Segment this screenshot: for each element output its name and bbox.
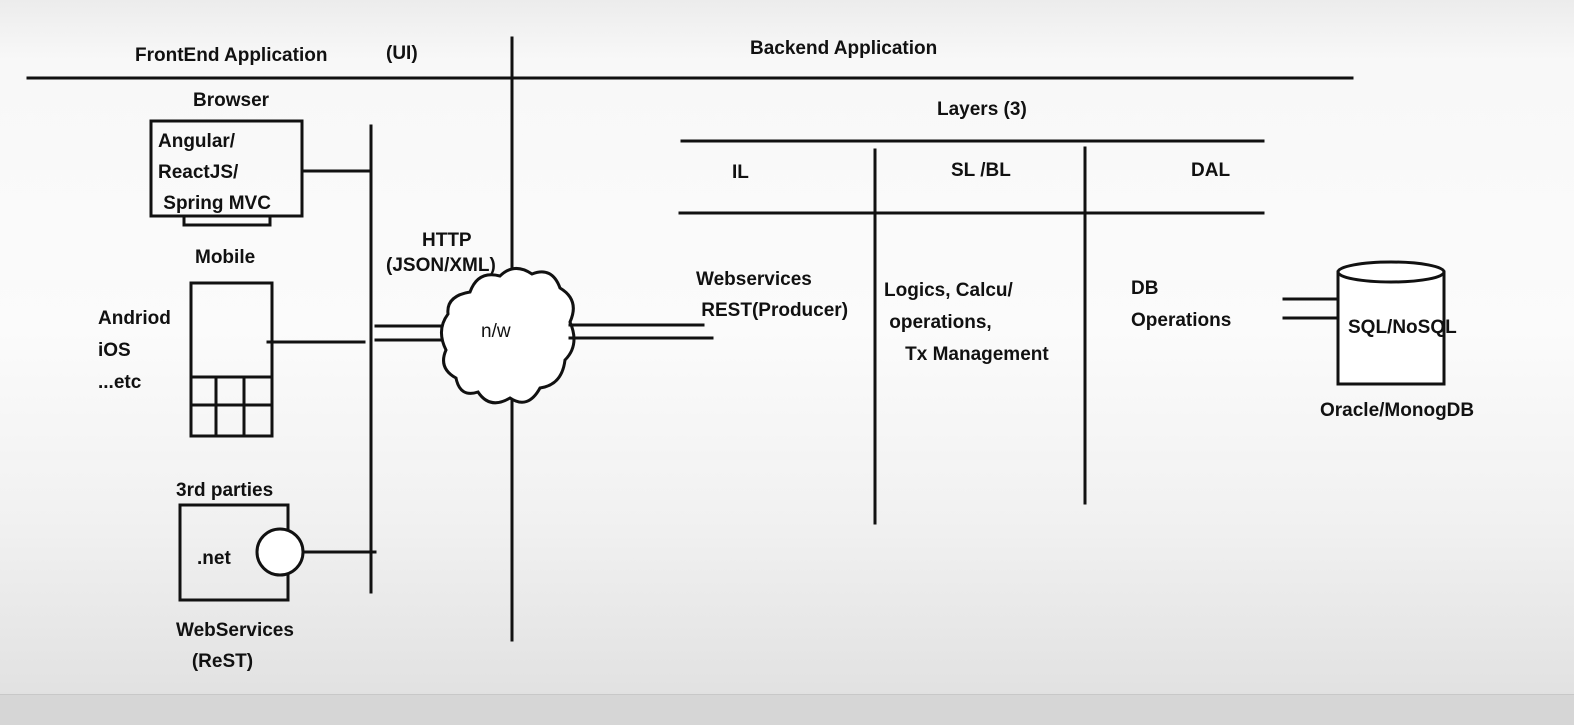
service-endpoint-circle <box>255 527 305 577</box>
database-label: SQL/NoSQL <box>1348 317 1457 338</box>
network-cloud-label: n/w <box>481 321 511 342</box>
data-format-label: (JSON/XML) <box>386 255 496 276</box>
layer-il-name: IL <box>732 162 749 183</box>
mobile-phone <box>189 281 274 438</box>
database-cylinder <box>1336 270 1446 386</box>
browser-box <box>149 119 304 218</box>
mobile-label: Mobile <box>195 247 256 268</box>
layer-dal-description: DB Operations <box>1131 278 1232 331</box>
layer-sl-bl-description: Logics, Calcu/ operations, Tx Management <box>884 280 1049 365</box>
layers-title: Layers (3) <box>937 99 1027 120</box>
browser-stand <box>182 214 272 227</box>
browser-frameworks: Angular/ ReactJS/ Spring MVC <box>158 131 271 214</box>
browser-label: Browser <box>193 90 270 111</box>
dotnet-label: .net <box>197 548 231 569</box>
database-cylinder-top <box>1336 260 1446 284</box>
backend-title: Backend Application <box>750 38 938 59</box>
ui-tag: (UI) <box>386 43 418 64</box>
http-label: HTTP <box>422 230 472 251</box>
layer-sl-bl-name: SL /BL <box>951 160 1011 181</box>
webservices-caption: WebServices (ReST) <box>176 620 294 672</box>
layer-il-description: Webservices REST(Producer) <box>696 269 849 321</box>
database-caption: Oracle/MonogDB <box>1320 400 1475 421</box>
mobile-platforms: Andriod iOS ...etc <box>98 308 171 393</box>
frontend-title: FrontEnd Application <box>135 45 328 66</box>
video-bottom-bar <box>0 694 1574 725</box>
network-cloud <box>440 267 576 405</box>
third-party-label: 3rd parties <box>176 480 274 501</box>
layer-dal-name: DAL <box>1191 160 1231 181</box>
